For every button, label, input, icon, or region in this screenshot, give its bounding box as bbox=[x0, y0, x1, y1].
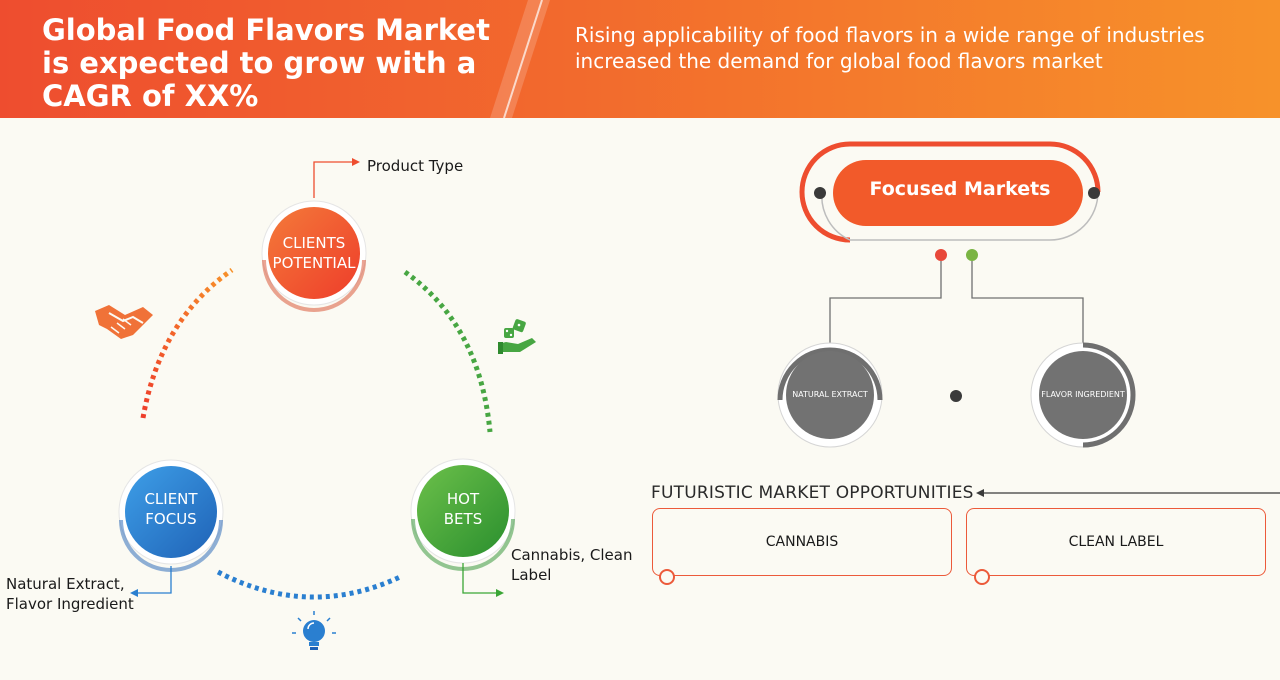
page-subtitle: Rising applicability of food flavors in … bbox=[575, 23, 1205, 73]
hot-bets-label: HOT BETS bbox=[417, 489, 509, 529]
hot-bets-node bbox=[410, 458, 516, 597]
arc-bottom bbox=[216, 569, 404, 600]
header-divider bbox=[490, 0, 550, 118]
opportunity-clean-label: CLEAN LABEL bbox=[966, 508, 1266, 576]
client-focus-node bbox=[118, 459, 224, 597]
page-title: Global Food Flavors Market is expected t… bbox=[42, 13, 490, 113]
client-focus-note-line1: Natural Extract, bbox=[6, 575, 125, 593]
focused-markets-pill bbox=[799, 141, 1101, 243]
arc-right bbox=[403, 269, 493, 433]
focused-markets-title: Focused Markets bbox=[869, 178, 1051, 200]
opportunity-clean-label-text: CLEAN LABEL bbox=[1068, 534, 1164, 550]
clients-potential-node bbox=[261, 158, 367, 312]
dice-hand-icon bbox=[498, 319, 536, 354]
clients-potential-label: CLIENTS POTENTIAL bbox=[268, 233, 360, 273]
lightbulb-icon bbox=[292, 611, 336, 650]
hot-bets-note-line1: Cannabis, Clean bbox=[511, 546, 633, 564]
natural-extract-node bbox=[777, 342, 883, 448]
opportunity-cannabis: CANNABIS bbox=[652, 508, 952, 576]
client-focus-line1: CLIENT bbox=[144, 490, 198, 508]
flavor-ingredient-node bbox=[1030, 342, 1136, 448]
opportunities-title: FUTURISTIC MARKET OPPORTUNITIES bbox=[651, 483, 974, 503]
client-focus-label: CLIENT FOCUS bbox=[125, 489, 217, 529]
clients-potential-line1: CLIENTS bbox=[282, 234, 346, 252]
hot-bets-line1: HOT bbox=[446, 490, 480, 508]
hot-bets-note-line2: Label bbox=[511, 566, 552, 584]
flavor-ingredient-label: FLAVOR INGREDIENT bbox=[1041, 390, 1125, 399]
client-focus-line2: FOCUS bbox=[145, 510, 197, 528]
opportunity-clean-label-dot bbox=[974, 569, 990, 585]
arc-left bbox=[140, 267, 234, 419]
natural-extract-label: NATURAL EXTRACT bbox=[792, 390, 868, 399]
connector-dot-green bbox=[966, 249, 978, 261]
handshake-icon bbox=[95, 305, 153, 339]
connector-dot-red bbox=[935, 249, 947, 261]
opportunity-cannabis-dot bbox=[659, 569, 675, 585]
hot-bets-line2: BETS bbox=[443, 510, 483, 528]
client-focus-note: Natural Extract, Flavor Ingredient bbox=[6, 574, 134, 614]
center-dot bbox=[950, 390, 962, 402]
diagram-canvas bbox=[95, 141, 1280, 650]
clients-potential-line2: POTENTIAL bbox=[272, 254, 356, 272]
opportunity-cannabis-label: CANNABIS bbox=[765, 534, 839, 550]
client-focus-note-line2: Flavor Ingredient bbox=[6, 595, 134, 613]
product-type-label: Product Type bbox=[367, 157, 464, 175]
header-banner: Global Food Flavors Market is expected t… bbox=[0, 0, 1280, 118]
hot-bets-note: Cannabis, Clean Label bbox=[511, 545, 632, 585]
